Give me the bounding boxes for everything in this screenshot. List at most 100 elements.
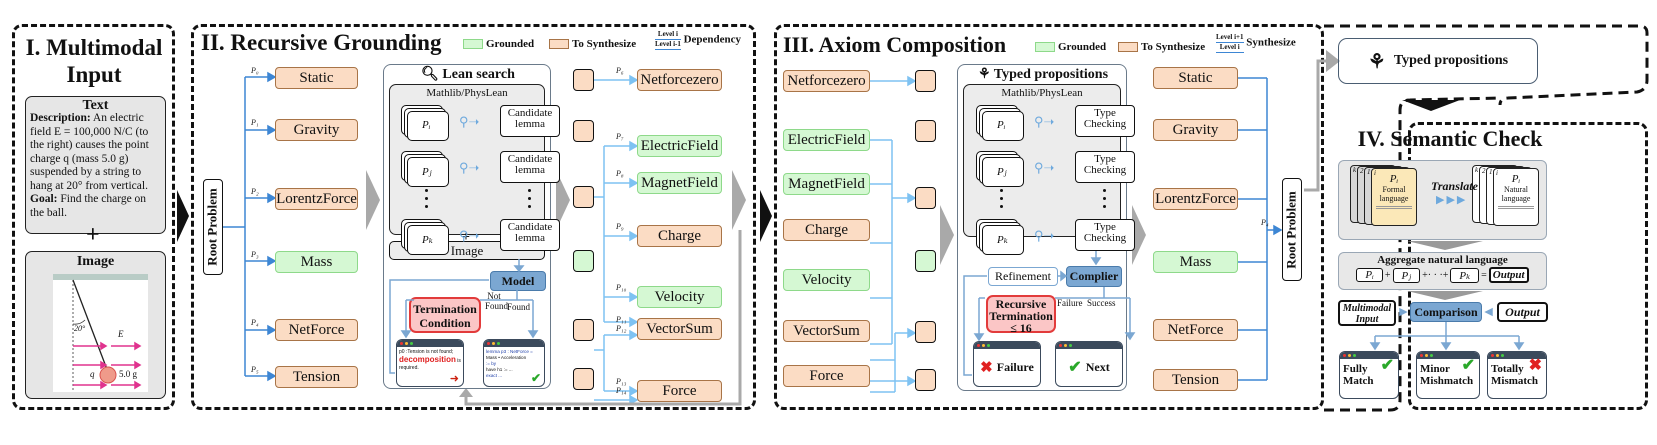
node-lorentzforce: LorentzForce — [275, 188, 358, 210]
section-multimodal-input — [12, 24, 175, 410]
candidate-lemma: Candidate lemma — [500, 219, 560, 251]
ellipsis-dot — [528, 189, 531, 192]
proposition-card: Pᵢ — [407, 111, 449, 141]
hexagons-icon: ⚘ — [1367, 50, 1386, 73]
check-icon: ✔ — [530, 371, 541, 385]
translate-arrows-icon: ▶▶▶ — [1436, 194, 1468, 206]
translate-label: Translate — [1431, 179, 1478, 193]
check-icon: ✔ — [1068, 359, 1082, 376]
success-window: lemma p3 : NetForce = Mass • Acceleratio… — [483, 339, 545, 387]
node-lorentzforce: LorentzForce — [1153, 188, 1238, 210]
fail-window: p0 :Tension is not found; decomposition … — [396, 339, 464, 387]
ellipsis-dot — [528, 197, 531, 200]
output-box: Output — [1497, 302, 1548, 322]
ellipsis-dot — [425, 197, 428, 200]
aggregate-operator: = — [1481, 269, 1487, 281]
candidate-lemma: Candidate lemma — [500, 105, 560, 137]
ellipsis-dot — [1000, 189, 1003, 192]
aggregate-term: Pₖ — [1450, 267, 1480, 283]
next-window: ✔Next — [1055, 341, 1123, 387]
ellipsis-dot — [1000, 197, 1003, 200]
section-recursive-grounding — [191, 24, 756, 410]
lean-search-title: 🔍︎ Lean search — [421, 67, 515, 82]
description-text: Description: An electric field E = 100,0… — [30, 112, 149, 192]
search-arrow-icon: ⚲➝ — [1034, 228, 1055, 243]
placeholder-node — [573, 186, 594, 208]
search-arrow-icon: ⚲➝ — [459, 228, 480, 243]
flow-arrow-1 — [177, 190, 189, 242]
node-netforcezero: Netforcezero — [783, 70, 870, 92]
charged-ball — [99, 366, 117, 384]
candidate-lemma: Candidate lemma — [500, 151, 560, 183]
proposition-label: P₁₀ — [616, 283, 627, 292]
proposition-label: P₄ — [251, 318, 259, 327]
model-box: Model — [490, 271, 546, 291]
cross-icon: ✖ — [1528, 357, 1542, 374]
node-velocity: Velocity — [637, 286, 722, 308]
flow-arrow-2 — [760, 190, 772, 242]
node-charge: Charge — [783, 219, 870, 241]
termination-condition: Termination Condition — [409, 297, 481, 333]
physics-image: 20° E⃗ q 5.0 g — [53, 274, 148, 392]
search-arrow-icon: ⚲➝ — [459, 114, 480, 129]
placeholder-node — [573, 368, 594, 390]
recursive-termination: Recursive Termination ≤ 16 — [986, 295, 1056, 334]
node-electricfield: ElectricField — [637, 135, 722, 157]
check-icon: ✔ — [1461, 357, 1475, 374]
ellipsis-dot — [1103, 197, 1106, 200]
legend-grounded: Grounded — [463, 38, 534, 50]
node-tension: Tension — [1153, 369, 1238, 391]
search-arrow-icon: ⚲➝ — [459, 160, 480, 175]
node-mass: Mass — [275, 251, 358, 273]
proposition-label: P₁ — [251, 118, 259, 127]
ellipsis-dot — [425, 205, 428, 208]
proposition-label: P₈ — [616, 169, 624, 178]
node-force: Force — [637, 380, 722, 402]
type-checking: Type Checking — [1075, 219, 1135, 251]
text-box: Text Description: An electric field E = … — [25, 96, 166, 234]
node-charge: Charge — [637, 225, 722, 247]
type-checking: Type Checking — [1075, 151, 1135, 183]
proposition-card: Pⱼ — [982, 157, 1024, 187]
section4-title: IV. Semantic Check — [1357, 126, 1543, 151]
node-netforce: NetForce — [275, 319, 358, 341]
check-icon: ✔ — [1380, 357, 1394, 374]
plus-sign: + — [462, 230, 470, 245]
hexagons-icon: ⚘ — [977, 67, 991, 82]
node-gravity: Gravity — [275, 119, 358, 141]
node-static: Static — [1153, 67, 1238, 89]
type-checking: Type Checking — [1075, 105, 1135, 137]
proposition-label: P₂ — [251, 187, 259, 196]
cross-icon: ✖ — [980, 359, 993, 376]
section1-title: I. Multimodal Input — [25, 35, 163, 87]
legend-synthesize: To Synthesize — [549, 38, 636, 50]
proposition-label: P₉ — [616, 222, 624, 231]
placeholder-node — [573, 69, 594, 91]
ellipsis-dot — [528, 205, 531, 208]
ellipsis-dot — [425, 189, 428, 192]
multimodal-input-box: Multimodal Input — [1338, 300, 1396, 326]
legend-synthesize-2: To Synthesize — [1118, 41, 1205, 53]
placeholder-node — [915, 70, 936, 92]
placeholder-node — [573, 319, 594, 341]
placeholder-node — [915, 369, 936, 391]
aggregate-term: Pⱼ — [1392, 267, 1421, 283]
aggregate-term: Pᵢ — [1356, 268, 1383, 282]
placeholder-node — [915, 250, 936, 272]
placeholder-node — [573, 120, 594, 142]
typed-propositions-output: ⚘Typed propositions — [1338, 38, 1538, 84]
node-mass: Mass — [1153, 251, 1238, 273]
search-icon: 🔍︎ — [421, 67, 439, 82]
proposition-label: P₅ — [251, 365, 259, 374]
